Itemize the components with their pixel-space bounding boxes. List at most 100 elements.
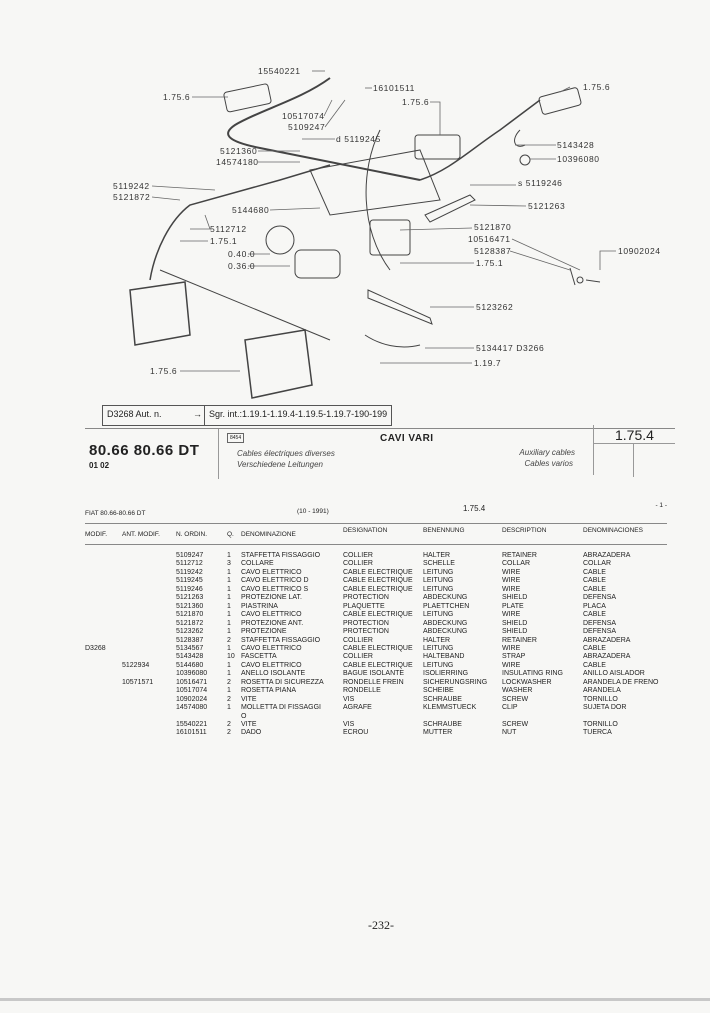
table-cell: MOLLETTA DI FISSAGGI O: [241, 704, 321, 720]
table-cell: SUJETA DOR: [583, 704, 627, 712]
table-cell: COLLIER: [343, 653, 373, 661]
table-cell: SCREW: [502, 695, 529, 703]
table-cell: DEFENSA: [583, 619, 617, 627]
table-cell: 2: [227, 729, 231, 737]
table-cell: 5143428: [176, 653, 204, 661]
table-cell: STAFFETTA FISSAGGIO: [241, 636, 321, 644]
table-cell: SHIELD: [502, 594, 528, 602]
table-cell: 10902024: [176, 695, 208, 703]
table-cell: 1: [227, 594, 231, 602]
table-cell: CABLE: [583, 585, 606, 593]
callout-label: 5144680: [232, 205, 270, 215]
table-cell: AGRAFE: [343, 704, 372, 712]
table-model: FIAT 80.66-80.66 DT: [85, 510, 146, 517]
title-es: Cables varios: [524, 459, 573, 468]
callout-label: 0.36.0: [228, 261, 256, 271]
table-cell: CABLE: [583, 661, 606, 669]
table-cell: VIS: [343, 695, 355, 703]
table-cell: 5112712: [176, 560, 203, 568]
column-header: DESIGNATION: [343, 527, 388, 534]
table-cell: TORNILLO: [583, 721, 618, 728]
table-cell: PROTECTION: [343, 594, 389, 602]
title-de: Verschiedene Leitungen: [237, 460, 323, 469]
table-cell: 1: [227, 619, 231, 627]
table-cell: 5121872: [176, 619, 204, 627]
table-cell: SCHRAUBE: [423, 695, 462, 703]
table-cell: SCREW: [502, 721, 529, 728]
table-cell: PROTEZIONE LAT.: [241, 594, 302, 602]
column-header: BENENNUNG: [423, 527, 465, 534]
table-cell: 5121870: [176, 611, 204, 619]
callout-label: 1.75.1: [476, 258, 504, 268]
table-cell: PLACA: [583, 602, 606, 610]
table-cell: CABLE ELECTRIQUE: [343, 577, 413, 585]
table-cell: WIRE: [502, 568, 521, 576]
table-cell: CLIP: [502, 704, 518, 712]
table-cell: PROTEZIONE ANT.: [241, 619, 304, 627]
callout-label: 5121872: [113, 192, 151, 202]
column-header: MODIF.: [85, 531, 108, 538]
callout-label: 10396080: [557, 154, 600, 164]
callout-label: 10517074: [282, 111, 325, 121]
callout-label: 5121360: [220, 146, 258, 156]
table-cell: PROTEZIONE: [241, 628, 287, 636]
callout-label: 10516471: [468, 234, 511, 244]
table-group: 1.75.4: [463, 504, 486, 513]
table-cell: 1: [227, 552, 231, 559]
table-cell: 5134567: [176, 644, 204, 652]
table-cell: VIS: [343, 721, 355, 728]
table-cell: 5109247: [176, 552, 204, 559]
callout-label: s 5119246: [518, 178, 563, 188]
table-cell: 16101511: [176, 729, 207, 737]
table-cell: ABDECKUNG: [423, 619, 468, 627]
table-cell: PIASTRINA: [241, 602, 278, 610]
table-cell: 2: [227, 636, 231, 644]
table-cell: RETAINER: [502, 636, 537, 644]
table-cell: 15540221: [176, 721, 208, 728]
table-cell: 5128387: [176, 636, 204, 644]
callout-label: 1.75.6: [150, 366, 178, 376]
table-cell: WIRE: [502, 611, 521, 619]
table-cell: ARANDELA: [583, 687, 621, 695]
table-cell: PLAQUETTE: [343, 602, 385, 610]
table-cell: BAGUE ISOLANTE: [343, 670, 405, 678]
table-cell: D3268: [85, 644, 106, 652]
table-cell: SICHERUNGSRING: [423, 678, 488, 686]
table-cell: FASCETTA: [241, 653, 277, 661]
callout-label: 1.19.7: [474, 358, 502, 368]
table-header: MODIF.ANT. MODIF.N. ORDIN.Q.DENOMINAZION…: [85, 527, 667, 539]
table-cell: NUT: [502, 729, 517, 737]
table-cell: COLLAR: [502, 560, 531, 568]
table-cell: ANILLO AISLADOR: [583, 670, 645, 678]
table-cell: ISOLIERRING: [423, 670, 469, 678]
callout-label: d 5119245: [336, 134, 381, 144]
table-cell: INSULATING RING: [502, 670, 563, 678]
table-cell: ECROU: [343, 729, 369, 737]
reference-left: D3268 Aut. n.: [107, 409, 162, 419]
table-cell: 1: [227, 628, 231, 636]
callout-label: 5128387: [474, 246, 512, 256]
callout-label: 5121870: [474, 222, 512, 232]
table-cell: 2: [227, 721, 231, 728]
table-cell: 10516471: [176, 678, 208, 686]
table-cell: ROSETTA DI SICUREZZA: [241, 678, 324, 686]
reference-right: Sgr. int.:1.19.1-1.19.4-1.19.5-1.19.7-19…: [204, 406, 391, 425]
table-cell: 1: [227, 670, 231, 678]
table-cell: 10517074: [176, 687, 208, 695]
table-cell: LEITUNG: [423, 644, 454, 652]
table-cell: SCHELLE: [423, 560, 455, 568]
table-cell: STAFFETTA FISSAGGIO: [241, 552, 321, 559]
column-header: DESCRIPTION: [502, 527, 547, 534]
table-cell: CAVO ELETTRICO: [241, 568, 302, 576]
table-cell: CAVO ELETTRICO: [241, 644, 302, 652]
table-cell: WIRE: [502, 661, 521, 669]
table-cell: COLLIER: [343, 636, 373, 644]
table-cell: KLEMMSTUECK: [423, 704, 477, 712]
table-cell: 5119242: [176, 568, 203, 576]
